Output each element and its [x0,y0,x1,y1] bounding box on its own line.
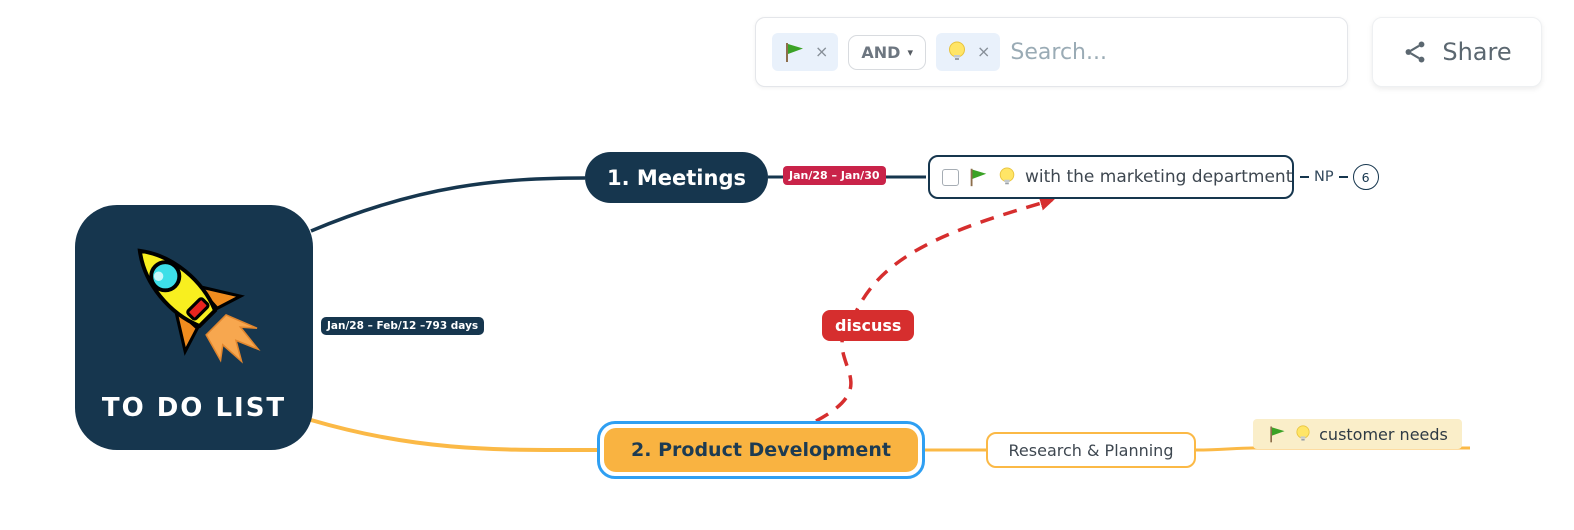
branch-line-meetings [310,176,586,233]
operator-label: AND [861,42,901,62]
rocket-image [137,248,261,364]
task-tag[interactable]: NP [1314,169,1334,185]
connector-dash [1300,175,1309,179]
search-input[interactable] [1010,39,1331,65]
flag-icon [1270,426,1285,443]
lightbulb-icon [1296,425,1310,441]
task-checkbox[interactable] [942,168,959,186]
branch-date-badge[interactable]: Jan/28 – Feb/12 –793 days [321,317,485,335]
node-meetings-label: 1. Meetings [606,165,746,190]
flag-icon [786,43,803,62]
filter-chip-flag[interactable]: × [772,33,839,71]
filter-operator-dropdown[interactable]: AND ▾ [848,34,926,70]
remove-filter-icon[interactable]: × [815,42,829,61]
task-label: with the marketing department [1025,167,1293,187]
share-button[interactable]: Share [1372,17,1542,87]
root-node-title: TO DO LIST [101,393,287,423]
task-annotation: NP 6 [1300,164,1379,190]
node-customer-needs-label: customer needs [1319,424,1448,444]
lightbulb-icon [999,167,1015,185]
chevron-down-icon: ▾ [907,45,913,59]
share-icon [1405,41,1425,63]
relation-label[interactable]: discuss [822,310,915,341]
node-marketing-task[interactable]: with the marketing department [928,155,1294,199]
node-product-development-selected[interactable]: 2. Product Development [597,421,925,479]
collapsed-count-badge[interactable]: 6 [1352,164,1379,190]
node-customer-needs[interactable]: customer needs [1253,419,1462,449]
flag-icon [970,168,987,187]
node-research-planning-label: Research & Planning [1008,440,1174,460]
node-meetings[interactable]: 1. Meetings [585,152,768,203]
node-research-planning[interactable]: Research & Planning [986,432,1196,468]
connector-dash [1338,175,1348,179]
node-product-development-body: 2. Product Development [604,428,918,472]
remove-filter-icon[interactable]: × [977,42,991,61]
branch-line-product [310,418,598,453]
branch-line-research-customer [1195,446,1470,452]
node-product-development-label: 2. Product Development [631,439,891,461]
filter-chip-idea[interactable]: × [936,33,1001,71]
root-node-todo-list[interactable]: TO DO LIST [75,205,313,450]
meetings-date-badge[interactable]: Jan/28 – Jan/30 [783,166,886,185]
share-label: Share [1442,38,1512,66]
search-filter-bar[interactable]: × AND ▾ × [755,17,1348,87]
lightbulb-icon [949,41,965,60]
